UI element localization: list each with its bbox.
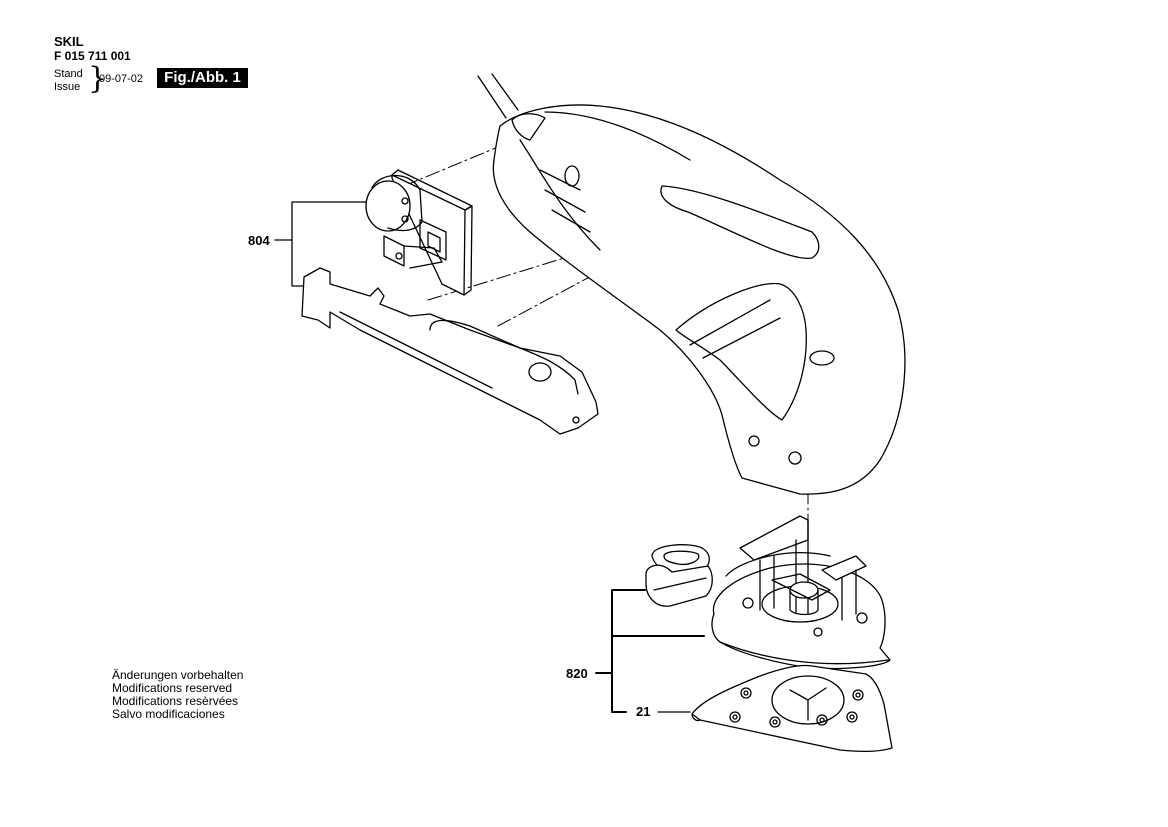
stand-issue-labels: Stand Issue (54, 68, 83, 94)
switch-assembly (366, 170, 472, 295)
callout-lines-804 (275, 202, 366, 286)
part-number: F 015 711 001 (54, 49, 131, 63)
brace-glyph: } (88, 61, 108, 96)
callout-lines-820 (596, 590, 704, 712)
notice-line-fr: Modifications resèrvées (112, 694, 239, 708)
notice-line-es: Salvo modificaciones (112, 707, 225, 721)
notice-line-en: Modifications reserved (112, 681, 233, 695)
brand-name: SKIL (54, 34, 84, 49)
callout-21: 21 (636, 704, 651, 719)
tool-housing (478, 74, 905, 494)
spacer-pad (646, 545, 712, 606)
figure-badge: Fig./Abb. 1 (157, 68, 248, 88)
notice-line-de: Änderungen vorbehalten (112, 668, 244, 682)
issue-label: Issue (54, 81, 81, 93)
base-assembly (712, 516, 890, 669)
issue-date: 09-07-02 (99, 73, 144, 85)
callout-804: 804 (248, 233, 270, 248)
switch-slider (302, 268, 598, 434)
modifications-notice: Änderungen vorbehalten Modifications res… (112, 669, 243, 721)
sanding-sheet (692, 665, 892, 751)
callout-820: 820 (566, 666, 588, 681)
stand-label: Stand (54, 68, 83, 80)
